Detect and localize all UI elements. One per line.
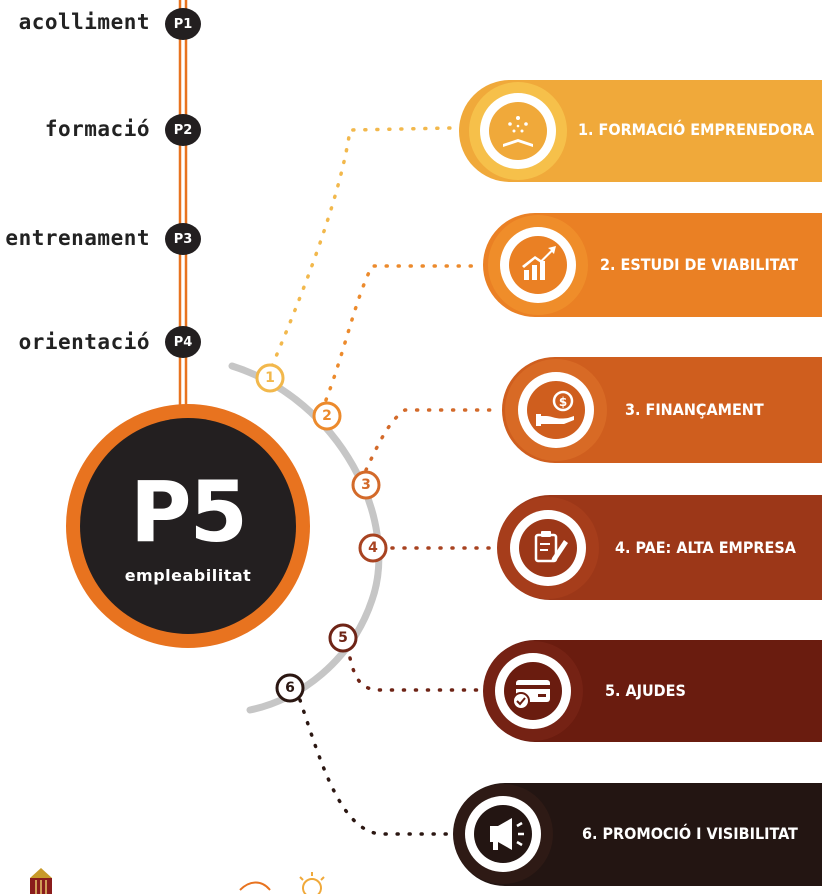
- step-label-4: 4. PAE: ALTA EMPRESA: [615, 538, 796, 557]
- growth-chart-icon: [522, 246, 556, 280]
- step-pill-3: [502, 357, 822, 463]
- step-number-circles: [255, 363, 388, 703]
- megaphone-icon: [490, 818, 524, 850]
- step-number-5: 5: [338, 630, 348, 646]
- phase-label-p3: entrenament: [5, 226, 150, 250]
- connector-6: [298, 698, 452, 836]
- svg-text:$: $: [559, 395, 567, 409]
- step-label-5: 5. AJUDES: [605, 681, 686, 700]
- step-number-1: 1: [265, 370, 275, 386]
- phase-badge-p2: P2: [165, 114, 201, 146]
- step-pill-4: [497, 495, 822, 600]
- step-label-1: 1. FORMACIÓ EMPRENEDORA: [578, 120, 815, 139]
- step-label-6: 6. PROMOCIÓ I VISIBILITAT: [582, 824, 798, 843]
- step-pill-2: [483, 213, 822, 317]
- connector-2: [324, 264, 480, 402]
- book-sparkles-icon: [503, 116, 533, 147]
- step-number-3: 3: [361, 477, 371, 493]
- step-number-6: 6: [285, 680, 295, 696]
- phase-badge-p1: P1: [165, 8, 201, 40]
- sun-logo: [239, 872, 325, 894]
- phase-label-p4: orientació: [18, 330, 150, 354]
- connector-5: [348, 656, 482, 692]
- step-number-2: 2: [322, 408, 332, 424]
- p5-title: P5: [129, 463, 248, 561]
- clipboard-pen-icon: [534, 531, 568, 563]
- hand-coin-icon: $: [536, 390, 574, 426]
- card-check-icon: [512, 680, 550, 710]
- p5-subtitle: empleabilitat: [124, 566, 252, 585]
- step-number-4: 4: [368, 540, 378, 556]
- step-label-2: 2. ESTUDI DE VIABILITAT: [600, 255, 799, 274]
- phase-label-p2: formació: [44, 117, 150, 141]
- step-label-3: 3. FINANÇAMENT: [625, 400, 764, 419]
- phase-label-p1: acolliment: [18, 10, 150, 34]
- p5-center-circle: [66, 404, 310, 648]
- connector-1: [270, 126, 454, 368]
- phase-badge-p3: P3: [165, 223, 201, 255]
- phase-badge-p4: P4: [165, 326, 201, 358]
- city-crest-logo: [30, 868, 52, 894]
- connector-3: [364, 408, 502, 472]
